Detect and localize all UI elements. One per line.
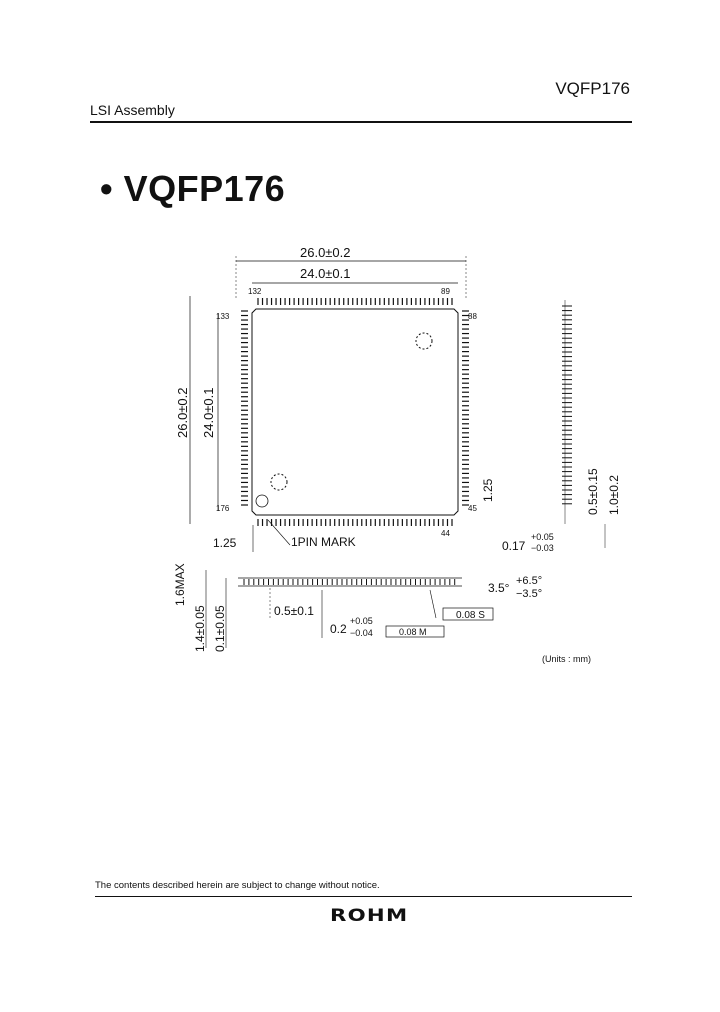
footer-divider [95, 896, 632, 897]
lead-angle-tol-minus: −3.5° [516, 588, 542, 600]
pin1-mark-circle [255, 494, 269, 508]
dim-body-inner: 24.0±0.1 [300, 266, 351, 281]
profile-leads [243, 579, 456, 585]
pin-label-176: 176 [216, 504, 230, 513]
footer-notice: The contents described herein are subjec… [95, 880, 380, 891]
dim-side-outer: 26.0±0.2 [175, 387, 190, 438]
side-view-leads [562, 305, 572, 505]
header-divider [90, 121, 632, 123]
lead-angle: 3.5° [488, 581, 510, 595]
ejector-mark-circle [415, 332, 433, 350]
page-title: • VQFP176 [100, 168, 286, 209]
side-dim-10: 1.0±0.2 [607, 475, 621, 515]
height-max: 1.6MAX [173, 563, 187, 606]
lead-width: 0.17 [502, 539, 526, 553]
pin-mark-label: 1PIN MARK [291, 535, 356, 549]
lead-thickness-tol-minus: −0.04 [350, 628, 373, 638]
pin-label-88: 88 [468, 312, 477, 321]
rohm-logo: ROHM [330, 906, 409, 926]
header-part-code: VQFP176 [555, 79, 630, 98]
package-leads [241, 298, 469, 526]
package-body [251, 308, 459, 516]
lead-thickness-tol-plus: +0.05 [350, 616, 373, 626]
pin-label-45: 45 [468, 504, 477, 513]
position-tolerance-box [385, 625, 445, 638]
pin-mark-leader [267, 519, 291, 546]
dim-side-inner: 24.0±0.1 [201, 387, 216, 438]
dim-body-outer: 26.0±0.2 [300, 245, 351, 260]
pin-label-133: 133 [216, 312, 230, 321]
body-height: 1.4±0.05 [193, 605, 207, 652]
coplanarity-box [442, 607, 494, 621]
lead-width-tol-plus: +0.05 [531, 532, 554, 542]
position-tolerance: 0.08 M [399, 627, 427, 637]
leader-line [429, 589, 437, 619]
units-note: (Units : mm) [542, 654, 591, 664]
ejector-mark-circle-2 [270, 473, 288, 491]
lead-width-tol-minus: −0.03 [531, 543, 554, 553]
page-title-text: VQFP176 [123, 168, 286, 209]
standoff: 0.1±0.05 [213, 605, 227, 652]
pin-label-44: 44 [441, 529, 450, 538]
lead-angle-tol-plus: +6.5° [516, 575, 542, 587]
header-category: LSI Assembly [90, 102, 175, 118]
coplanarity: 0.08 S [456, 610, 485, 621]
pitch: 0.5±0.1 [274, 604, 314, 618]
package-drawing: 26.0±0.2 24.0±0.1 26.0±0.2 24.0±0.1 132 … [173, 245, 621, 664]
corner-dim-right: 1.25 [481, 478, 495, 502]
pin-label-89: 89 [441, 287, 450, 296]
corner-dim-left: 1.25 [213, 536, 237, 550]
pin-label-132: 132 [248, 287, 262, 296]
lead-thickness: 0.2 [330, 622, 347, 636]
side-dim-05: 0.5±0.15 [586, 468, 600, 515]
